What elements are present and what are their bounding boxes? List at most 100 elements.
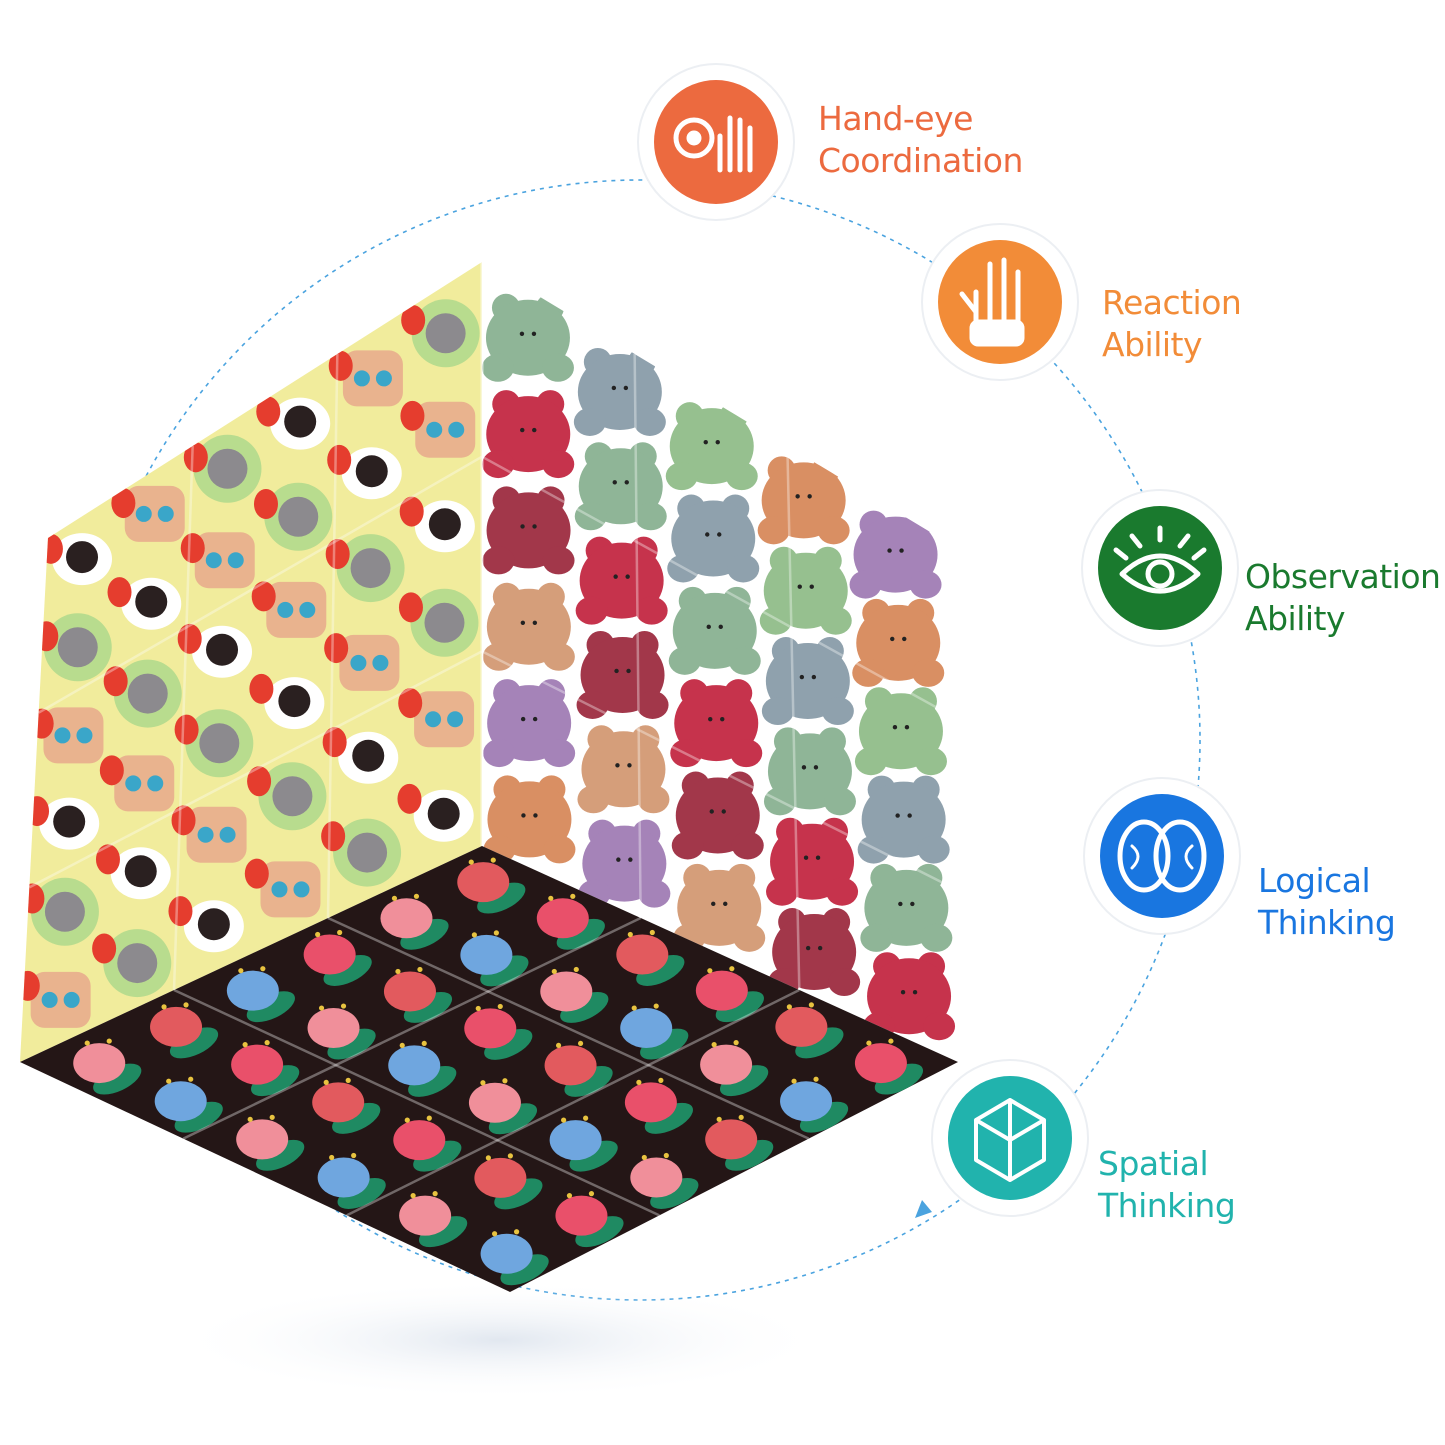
flower-dot [106, 1038, 112, 1044]
bear-icon [766, 817, 859, 906]
bear-icon [577, 725, 670, 814]
cat-face-icon [352, 739, 385, 772]
strawberry-icon [168, 896, 193, 927]
bear-icon [578, 819, 671, 908]
flower-icon [154, 1081, 207, 1122]
strawberry-icon [253, 488, 278, 519]
cat-face-icon [197, 908, 230, 941]
flower-icon [317, 1157, 370, 1198]
flower-dot [641, 1154, 647, 1161]
cat-face-icon [135, 585, 168, 618]
flower-dot [329, 1154, 335, 1161]
flower-icon [780, 1081, 833, 1122]
flower-dot [480, 1080, 486, 1086]
bear-icon [483, 775, 576, 864]
flower-dot [432, 1191, 438, 1197]
cat-eye-icon [135, 505, 152, 522]
strawberry-icon [324, 633, 349, 664]
flower-icon [460, 934, 513, 975]
cat-face-icon [424, 602, 465, 643]
cat-eye-icon [54, 727, 71, 744]
bear-icon [574, 442, 667, 531]
flower-dot [658, 1077, 664, 1083]
leaf-icon [560, 991, 609, 1023]
flower-dot [485, 1155, 491, 1161]
strawberry-icon [177, 623, 202, 654]
cube-grid-line [182, 916, 642, 1140]
strawberry-icon [249, 673, 274, 704]
cube-grid-line [327, 916, 810, 1140]
flower-icon [555, 1195, 608, 1236]
leaf-icon [403, 991, 453, 1023]
flower-icon [549, 1120, 602, 1161]
leaf-icon [480, 955, 529, 987]
strawberry-icon [399, 496, 424, 527]
flower-dot [813, 1076, 819, 1082]
feature-badge-spatial [931, 1059, 1089, 1217]
flower-dot [183, 1002, 189, 1008]
bear-icon [757, 456, 850, 545]
strawberry-icon [256, 396, 281, 427]
cube-face-bottom [20, 846, 958, 1292]
leaf-icon [251, 1065, 300, 1097]
orbit-ring [79, 179, 1201, 1301]
flower-dot [417, 966, 423, 973]
flower-icon [474, 1157, 527, 1198]
bear-icon [483, 679, 576, 768]
flower-dot [808, 1002, 814, 1008]
cat-eye-icon [448, 421, 465, 438]
cube-grid-line [172, 445, 194, 991]
flower-icon [73, 1043, 126, 1084]
toast-cat-icon [342, 350, 403, 407]
flower-icon [468, 1082, 521, 1123]
cat-eye-icon [227, 552, 244, 569]
strawberry-icon [103, 666, 128, 697]
strawberry-icon [398, 688, 423, 719]
cat-face-icon [66, 541, 99, 574]
cat-eye-icon [375, 370, 392, 387]
flower-icon [388, 1045, 441, 1086]
toast-cat-icon [414, 691, 475, 748]
leaf-icon [174, 1101, 223, 1133]
flower-dot [573, 966, 579, 973]
leaf-icon [500, 1254, 549, 1286]
puzzle-cube [20, 262, 958, 1292]
bear-icon [665, 402, 758, 491]
leaf-icon [636, 955, 685, 986]
cat-face-icon [199, 723, 240, 764]
bear-icon [673, 863, 766, 952]
cube-grid-line [481, 650, 953, 889]
leaf-icon [400, 918, 449, 950]
cat-face-icon [124, 855, 157, 888]
flower-dot [631, 1005, 637, 1011]
flower-icon [150, 1006, 203, 1047]
badge-disc [654, 80, 778, 204]
flower-dot [493, 930, 499, 936]
flower-dot [551, 968, 557, 975]
cat-eye-icon [125, 775, 142, 792]
cube-grid-line [346, 988, 800, 1217]
cat-face-icon [347, 832, 388, 873]
cat-face-icon [278, 496, 319, 537]
strawberry-icon [25, 796, 50, 827]
cat-face-icon [53, 805, 86, 838]
flower-dot [410, 1193, 416, 1199]
flower-dot [188, 1076, 194, 1082]
strawberry-icon [174, 714, 199, 745]
orbit-arrow-icon [915, 1200, 932, 1218]
cat-eye-icon [41, 991, 58, 1008]
toast-cat-icon [194, 532, 255, 589]
flower-dot [733, 1040, 739, 1046]
strawberry-icon [328, 350, 353, 381]
cat-eye-icon [353, 370, 370, 387]
strawberry-icon [180, 533, 205, 564]
cat-face-icon [57, 627, 98, 668]
flower-dot [269, 1114, 275, 1120]
flower-dot [413, 893, 420, 899]
flower-icon [226, 970, 279, 1011]
bear-icon [670, 679, 763, 768]
strawberry-icon [327, 444, 352, 475]
